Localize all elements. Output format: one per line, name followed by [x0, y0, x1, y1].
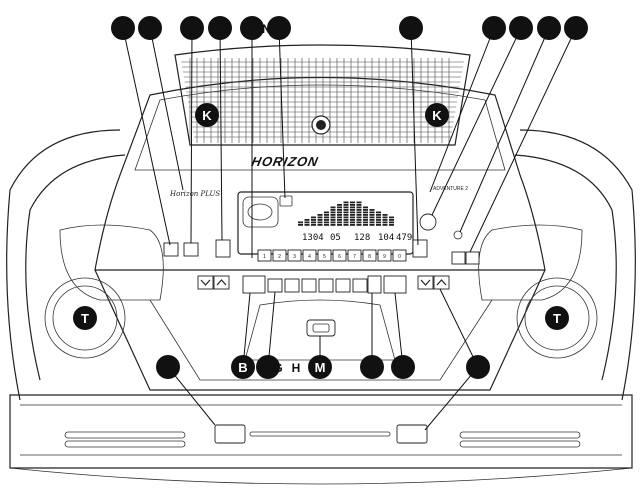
svg-text:3: 3	[293, 254, 296, 260]
fan-speed-button[interactable]	[183, 242, 199, 257]
quick-key-7[interactable]	[367, 275, 382, 294]
program-key-3[interactable]: 3	[287, 249, 302, 262]
program-key-1[interactable]: 1	[257, 249, 272, 262]
svg-text:0: 0	[398, 254, 401, 260]
program-key-5[interactable]: 5	[317, 249, 332, 262]
callout-bottom-6	[360, 355, 384, 379]
volume-up-button[interactable]	[465, 251, 480, 265]
svg-text:K: K	[432, 108, 442, 123]
incline-down-button[interactable]	[197, 275, 214, 290]
svg-text:6: 6	[338, 254, 341, 260]
quick-key-4[interactable]	[318, 278, 334, 293]
callout-top-4	[208, 16, 232, 40]
cup-holder-right	[516, 277, 598, 359]
stop-button[interactable]	[383, 275, 407, 294]
callout-speaker-right: K	[425, 103, 449, 127]
lcd-readout-3: 104	[378, 233, 394, 243]
speaker-grill	[174, 44, 471, 146]
back-button[interactable]	[412, 239, 428, 258]
volume-knob[interactable]	[419, 213, 437, 231]
start-button[interactable]	[242, 275, 266, 294]
quick-key-1[interactable]	[267, 278, 283, 293]
callout-top-3	[180, 16, 204, 40]
callout-top-6	[399, 16, 423, 40]
callout-speaker-left: K	[195, 103, 219, 127]
callout-top-2	[138, 16, 162, 40]
svg-text:H: H	[292, 361, 301, 375]
callout-top-10	[564, 16, 588, 40]
program-key-0[interactable]: 0	[392, 249, 407, 262]
lower-controls	[197, 275, 450, 337]
svg-text:T: T	[81, 311, 89, 326]
program-key-8[interactable]: 8	[362, 249, 377, 262]
callout-top-hino: HINO	[240, 16, 291, 40]
speed-up-button[interactable]	[433, 275, 450, 290]
svg-text:7: 7	[353, 254, 356, 260]
lcd-readout-1: 05	[330, 233, 341, 243]
svg-text:K: K	[202, 108, 212, 123]
incline-up-button[interactable]	[213, 275, 230, 290]
callout-top-1	[111, 16, 135, 40]
callout-bottom-cfg: CFG	[256, 355, 283, 379]
callouts: HINO K K T T B CFG H M	[44, 16, 598, 379]
callout-top-8	[509, 16, 533, 40]
program-key-9[interactable]: 9	[377, 249, 392, 262]
safety-key-slot[interactable]	[306, 319, 336, 337]
svg-text:9: 9	[383, 254, 386, 260]
callout-bottom-1	[156, 355, 180, 379]
right-buttons	[412, 213, 480, 265]
callout-cupholder-right: T	[545, 306, 569, 330]
svg-text:T: T	[553, 311, 561, 326]
svg-text:CFG: CFG	[257, 361, 282, 375]
speed-down-button[interactable]	[417, 275, 434, 290]
callout-bottom-m: M	[308, 355, 332, 379]
program-key-row: 1 2 3 4 5 6 7 8 9 0	[257, 249, 407, 262]
series-name: ADVENTURE 2	[433, 186, 468, 192]
svg-text:2: 2	[278, 254, 281, 260]
svg-text:M: M	[315, 360, 326, 375]
program-key-7[interactable]: 7	[347, 249, 362, 262]
callout-cupholder-left: T	[73, 306, 97, 330]
lcd-readout-2: 128	[354, 233, 370, 243]
callout-top-9	[537, 16, 561, 40]
svg-text:HINO: HINO	[250, 22, 280, 36]
fan-button[interactable]	[163, 242, 179, 257]
brand-logo: HORIZON	[250, 154, 320, 169]
svg-text:8: 8	[368, 254, 371, 260]
quick-key-3[interactable]	[301, 278, 317, 293]
svg-text:5: 5	[323, 254, 326, 260]
brand-area: HORIZON Horizon PLUS ADVENTURE 2	[169, 154, 468, 198]
quick-key-5[interactable]	[335, 278, 351, 293]
svg-text:B: B	[238, 360, 247, 375]
lcd-readout-0: 1304	[302, 233, 324, 243]
callout-bottom-b: B	[231, 355, 255, 379]
console-shell	[6, 76, 636, 485]
callout-top-7	[482, 16, 506, 40]
program-key-4[interactable]: 4	[302, 249, 317, 262]
callout-bottom-8	[466, 355, 490, 379]
quick-key-6[interactable]	[352, 278, 368, 293]
lcd-readout-4: 479	[396, 233, 412, 243]
leader-lines	[122, 27, 577, 431]
cup-holder-left	[44, 277, 126, 359]
left-buttons	[163, 239, 231, 258]
volume-down-button[interactable]	[451, 251, 466, 265]
svg-text:1: 1	[263, 254, 266, 260]
quick-key-2[interactable]	[284, 278, 300, 293]
brand-script-logo: Horizon PLUS	[169, 190, 220, 198]
callout-bottom-7	[391, 355, 415, 379]
program-key-2[interactable]: 2	[272, 249, 287, 262]
callout-bottom-h: H	[292, 361, 301, 375]
program-key-6[interactable]: 6	[332, 249, 347, 262]
svg-text:4: 4	[308, 254, 311, 260]
enter-button[interactable]	[215, 239, 231, 258]
audio-jack	[453, 230, 463, 240]
